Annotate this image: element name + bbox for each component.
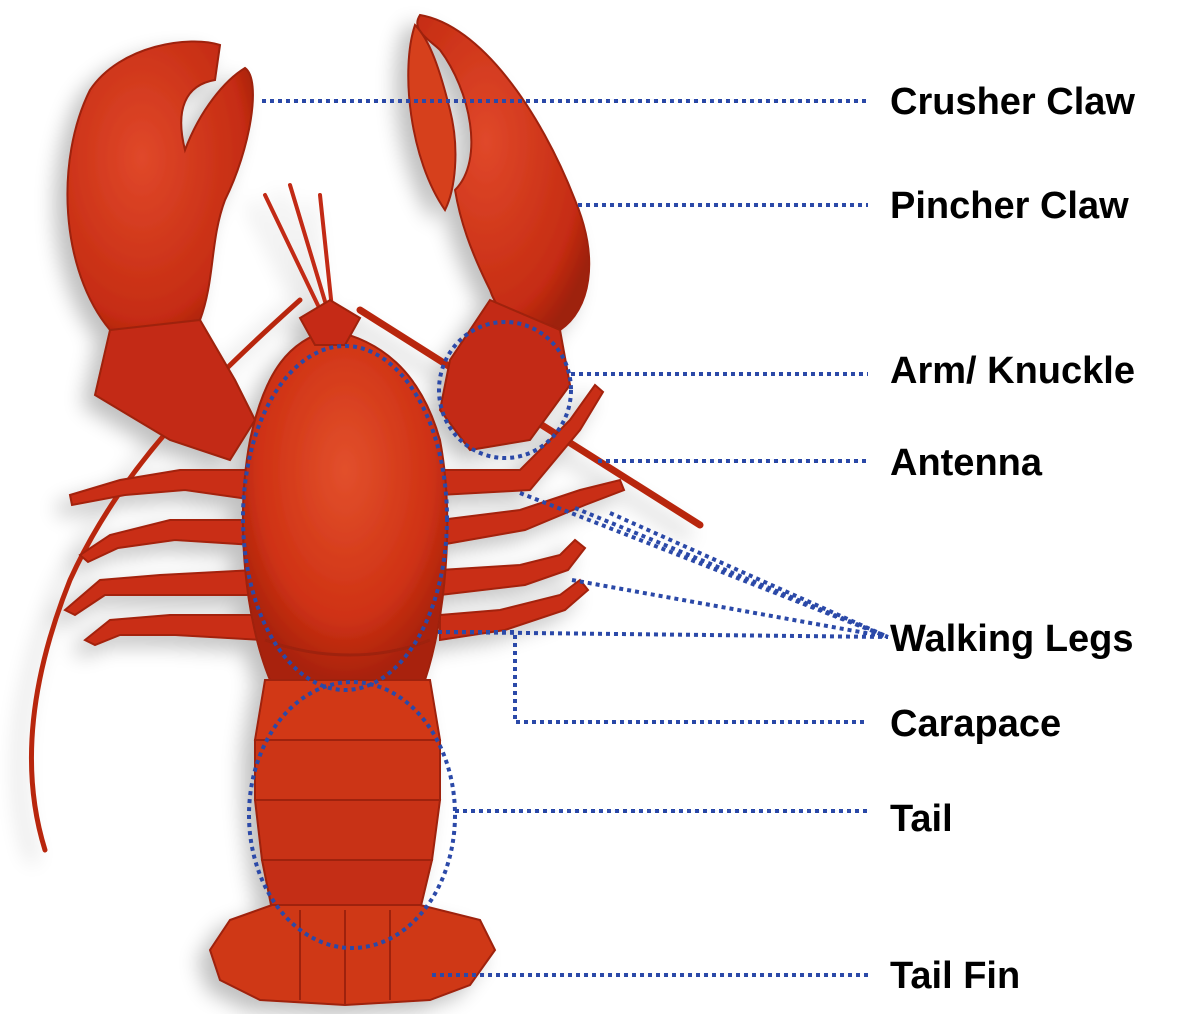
tail-fin-shape xyxy=(210,905,495,1005)
label-walking-legs: Walking Legs xyxy=(890,618,1134,660)
tail-shape xyxy=(255,680,440,910)
label-carapace: Carapace xyxy=(890,703,1061,745)
label-antenna: Antenna xyxy=(890,442,1043,484)
label-tail-fin: Tail Fin xyxy=(890,955,1020,997)
carapace-shape xyxy=(243,330,447,680)
crusher-claw-shape xyxy=(67,41,255,460)
label-crusher-claw: Crusher Claw xyxy=(890,81,1135,123)
label-arm-knuckle: Arm/ Knuckle xyxy=(890,350,1135,392)
label-pincher-claw: Pincher Claw xyxy=(890,185,1129,227)
lobster-illustration xyxy=(31,15,700,1005)
left-walking-legs xyxy=(65,470,262,645)
labels: Crusher Claw Pincher Claw Arm/ Knuckle A… xyxy=(890,81,1135,997)
pincher-claw-shape xyxy=(408,15,589,450)
leader-carapace xyxy=(438,632,868,722)
label-tail: Tail xyxy=(890,798,953,840)
